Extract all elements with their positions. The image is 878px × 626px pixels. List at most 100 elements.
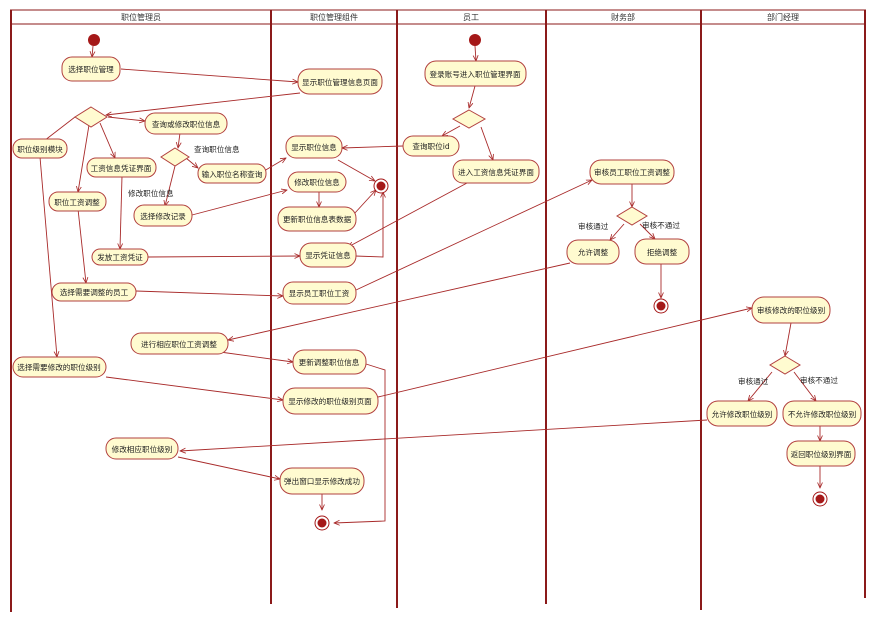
edge	[177, 456, 280, 479]
edge	[39, 156, 57, 357]
edge	[377, 308, 752, 398]
svg-text:选择职位管理: 选择职位管理	[68, 64, 114, 74]
svg-text:进行相应职位工资调整: 进行相应职位工资调整	[141, 339, 217, 349]
svg-text:显示职位信息: 显示职位信息	[291, 142, 337, 152]
activity-show-voucher-info: 显示凭证信息	[299, 242, 357, 268]
edge	[147, 256, 300, 257]
svg-text:显示职位管理信息页面: 显示职位管理信息页面	[302, 77, 378, 87]
edge-label-modify: 修改职位信息	[128, 188, 174, 198]
edge-label-finance-fail: 审核不通过	[642, 220, 680, 230]
edge	[105, 376, 283, 400]
activity-select-modify-record: 选择修改记录	[133, 204, 193, 227]
activity-reject-adjust: 拒绝调整	[634, 238, 690, 265]
edge	[135, 290, 283, 296]
activity-login-to-management: 登录账号进入职位管理界面	[424, 60, 527, 87]
lane-title-position-admin: 职位管理员	[121, 12, 161, 22]
svg-text:选择需要调整的员工: 选择需要调整的员工	[60, 287, 129, 297]
svg-text:显示修改的职位级别页面: 显示修改的职位级别页面	[288, 396, 372, 406]
decision-node	[160, 147, 190, 167]
activity-select-position-level: 选择需要修改的职位级别	[12, 356, 107, 378]
activity-update-adjusted-position: 更新调整职位信息	[292, 349, 367, 375]
svg-text:弹出窗口显示修改成功: 弹出窗口显示修改成功	[284, 476, 360, 486]
activity-input-position-name-query: 输入职位名称查询	[197, 163, 267, 184]
edge	[342, 146, 404, 148]
edge	[78, 124, 90, 192]
activity-position-salary-adjust: 职位工资调整	[48, 191, 107, 212]
activity-query-or-modify-position: 查询或修改职位信息	[144, 112, 228, 135]
decision-node	[451, 109, 487, 129]
activity-return-level-page: 返回职位级别界面	[786, 440, 856, 467]
lane-title-dept-manager: 部门经理	[767, 12, 799, 22]
edge	[354, 192, 383, 258]
activity-popup-modify-success: 弹出窗口显示修改成功	[279, 467, 365, 495]
svg-text:进入工资信息凭证界面: 进入工资信息凭证界面	[458, 167, 534, 177]
edge	[99, 122, 115, 158]
edge	[785, 322, 792, 356]
activity-allow-modify-level: 允许修改职位级别	[706, 400, 778, 427]
edge	[178, 132, 180, 148]
edge	[106, 92, 301, 115]
activity-show-modified-level-page: 显示修改的职位级别页面	[282, 387, 379, 415]
activity-allow-adjust: 允许调整	[566, 239, 620, 265]
activity-show-management-page: 显示职位管理信息页面	[297, 68, 383, 95]
edge	[480, 126, 493, 160]
svg-text:职位级别模块: 职位级别模块	[17, 144, 63, 154]
edge	[353, 190, 376, 215]
activity-review-position-level: 审核修改的职位级别	[751, 296, 831, 324]
edge	[337, 159, 375, 181]
svg-text:登录账号进入职位管理界面: 登录账号进入职位管理界面	[429, 69, 521, 79]
edge	[263, 158, 286, 172]
start-node	[469, 34, 481, 46]
edge	[228, 262, 571, 340]
edge	[610, 223, 625, 240]
svg-text:返回职位级别界面: 返回职位级别界面	[791, 449, 852, 459]
edge	[185, 157, 198, 168]
final-node	[812, 491, 828, 507]
svg-text:修改相应职位级别: 修改相应职位级别	[112, 444, 173, 454]
svg-text:允许修改职位级别: 允许修改职位级别	[712, 409, 773, 419]
activity-select-position-management: 选择职位管理	[61, 56, 121, 82]
svg-text:发放工资凭证: 发放工资凭证	[97, 252, 143, 262]
svg-text:工资信息凭证界面: 工资信息凭证界面	[91, 163, 152, 173]
edge-label-finance-pass: 审核通过	[578, 221, 609, 231]
activity-enter-salary-voucher: 进入工资信息凭证界面	[452, 159, 540, 184]
lane-title-employee: 员工	[463, 13, 479, 22]
final-node	[373, 178, 389, 194]
final-node	[314, 515, 330, 531]
svg-text:选择需要修改的职位级别: 选择需要修改的职位级别	[17, 362, 101, 372]
edge	[793, 371, 816, 401]
activity-select-employee-to-adjust: 选择需要调整的员工	[51, 282, 137, 302]
svg-text:修改职位信息: 修改职位信息	[294, 177, 340, 187]
edge-label-query: 查询职位信息	[194, 144, 240, 154]
decision-node	[769, 355, 801, 375]
edge-label-manager-fail: 审核不通过	[800, 375, 838, 385]
svg-text:显示员工职位工资: 显示员工职位工资	[289, 288, 350, 298]
final-node	[653, 298, 669, 314]
edge	[191, 190, 287, 216]
edge	[107, 116, 145, 121]
svg-text:审核员工职位工资调整: 审核员工职位工资调整	[594, 167, 670, 177]
activity-adjust-position-salary: 进行相应职位工资调整	[130, 332, 229, 355]
svg-text:选择修改记录: 选择修改记录	[140, 211, 186, 221]
edge-label-manager-pass: 审核通过	[738, 376, 769, 386]
edge	[77, 208, 86, 283]
svg-text:查询或修改职位信息: 查询或修改职位信息	[152, 119, 221, 129]
lane-title-finance: 财务部	[611, 12, 635, 22]
svg-text:输入职位名称查询: 输入职位名称查询	[202, 169, 263, 179]
edge	[92, 45, 93, 57]
activity-issue-salary-voucher: 发放工资凭证	[91, 248, 149, 266]
edge	[355, 180, 592, 291]
edge	[120, 68, 298, 82]
svg-text:职位工资调整: 职位工资调整	[54, 197, 100, 207]
edge	[165, 165, 176, 206]
edge	[469, 85, 476, 108]
activity-show-employee-salary: 显示员工职位工资	[282, 281, 357, 305]
svg-text:允许调整: 允许调整	[578, 247, 609, 257]
edge	[219, 351, 293, 362]
activity-modify-position-info: 修改职位信息	[287, 171, 347, 193]
decision-node	[74, 106, 108, 128]
edge	[348, 182, 468, 247]
start-node	[88, 34, 100, 46]
activity-review-salary-adjust: 审核员工职位工资调整	[589, 159, 675, 185]
